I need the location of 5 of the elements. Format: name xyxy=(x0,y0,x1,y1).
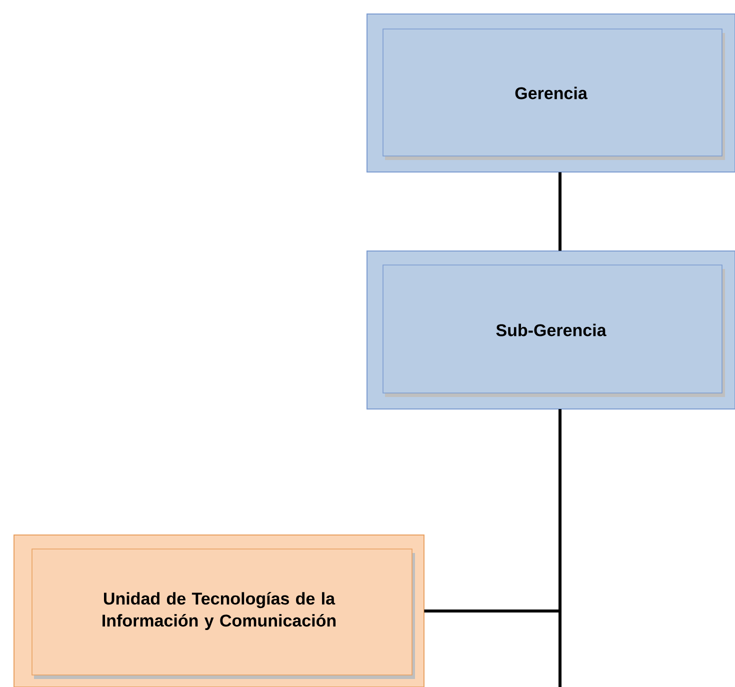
connector-line xyxy=(558,409,562,687)
org-box: Unidad de Tecnologías de la Información y Comunicación xyxy=(14,534,424,687)
connector-line xyxy=(558,172,562,251)
org-box: Gerencia xyxy=(366,14,735,172)
org-box: Sub-Gerencia xyxy=(366,250,735,410)
